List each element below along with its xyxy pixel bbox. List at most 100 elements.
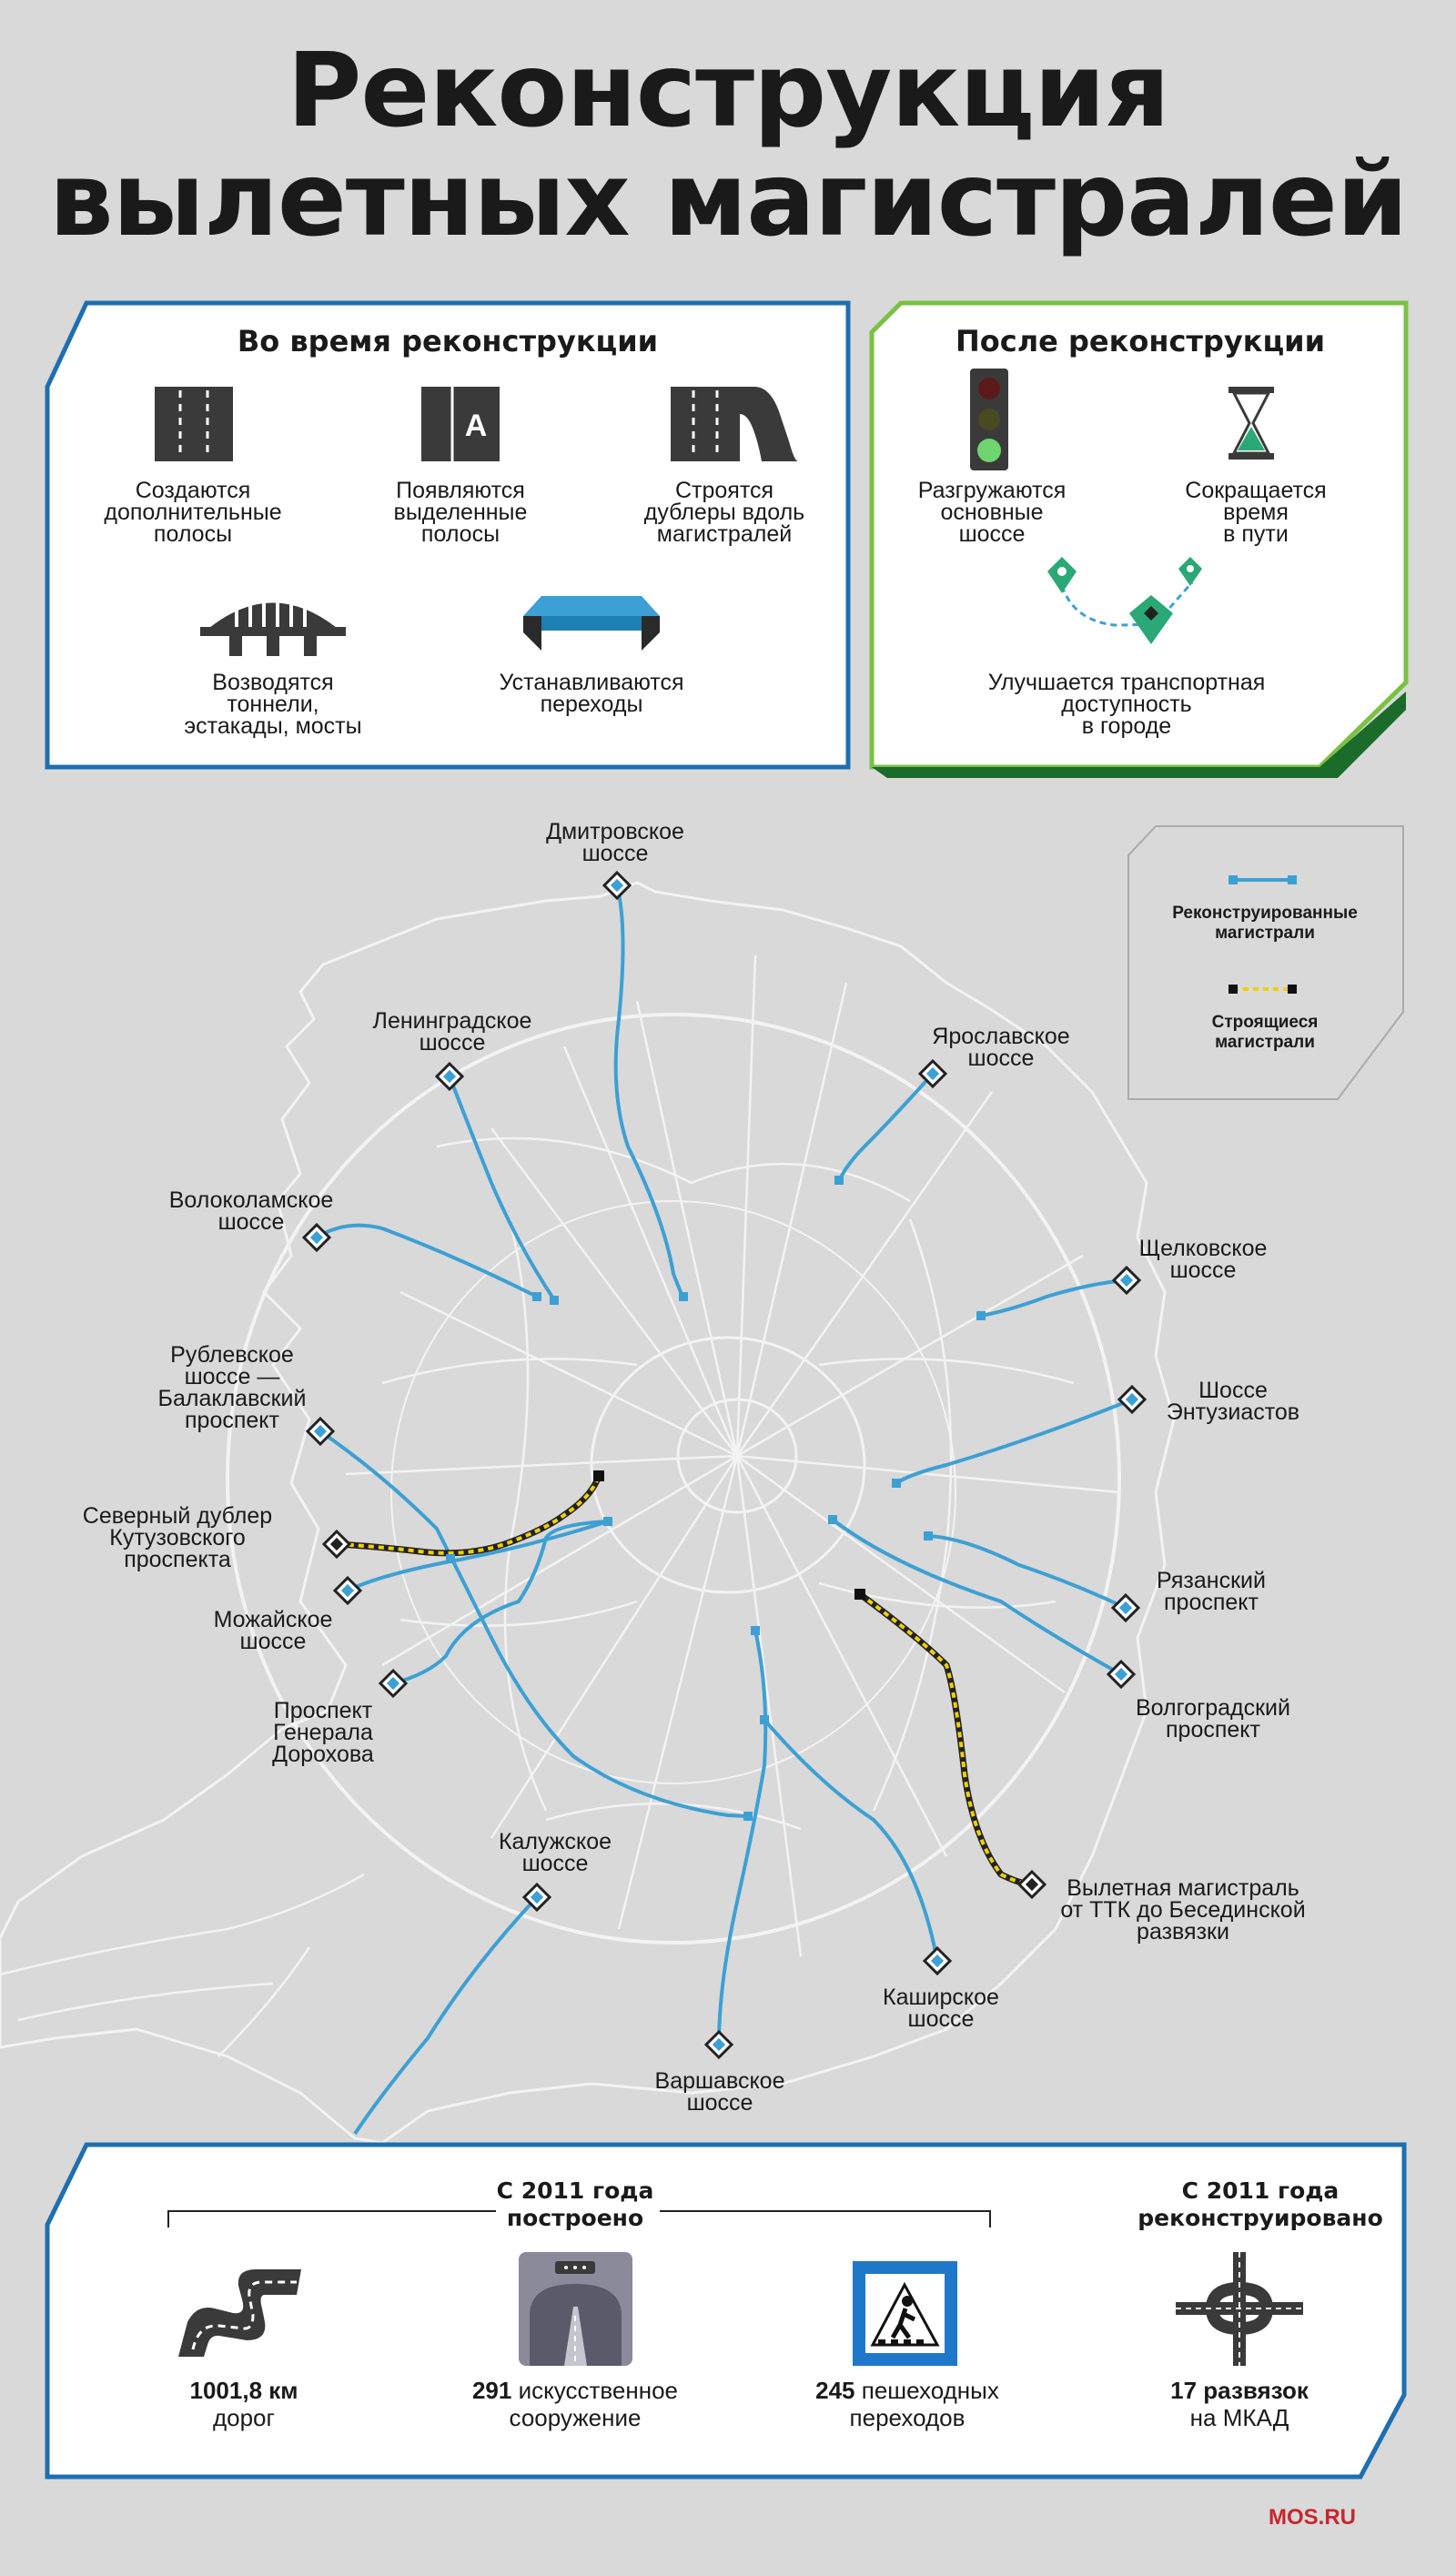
stat-number: 1001,8 км [189, 2377, 298, 2404]
after-label-unload: Разгружаются основные шоссе [901, 480, 1083, 547]
legend-line: магистрали [1215, 924, 1315, 943]
label-line: магистралей [656, 521, 793, 547]
label-line: основные [940, 500, 1044, 525]
route-volokolamskoe [315, 1223, 538, 1298]
stat-number: 291 [471, 2377, 512, 2404]
during-label-crossings: Устанавливаются переходы [455, 670, 728, 717]
stat-interchanges: 17 развязок на МКАД [1170, 2377, 1309, 2431]
hourglass-icon [1228, 387, 1274, 460]
legend-line: Реконструированные [1172, 904, 1358, 923]
mid-ring [390, 1200, 956, 1784]
building-endpoints [593, 1470, 865, 1600]
legend-building: Строящиеся магистрали [1212, 1013, 1319, 1053]
route-kutuzovsky-dubler [338, 1475, 601, 1555]
label-line: Появляются [396, 478, 525, 503]
page-title-line1: Реконструкция [287, 32, 1169, 150]
road-lanes-icon [155, 387, 233, 461]
route-dorokhova [392, 1520, 609, 1685]
route-ryazansky [927, 1534, 1127, 1610]
route-kaluzhskoe [353, 1895, 539, 2136]
label-line: Улучшается транспортная [987, 670, 1266, 695]
heading-line: С 2011 года [1181, 2177, 1340, 2204]
legend-line: Строящиеся [1211, 1013, 1319, 1032]
route-markers [301, 870, 1148, 2060]
route-endpoints [446, 1176, 986, 1821]
dedicated-lane-icon: A [421, 387, 500, 461]
page-title: Реконструкция вылетных магистралей [0, 36, 1456, 255]
overpass-icon [523, 596, 660, 651]
stat-text: переходов [849, 2404, 966, 2431]
label-line: шоссе [958, 521, 1026, 547]
legend-reconstructed: Реконструированные магистрали [1172, 904, 1358, 944]
during-label-lanes: Создаются дополнительные полосы [56, 480, 329, 547]
bracket-right [660, 2210, 991, 2227]
legend-box [1127, 825, 1404, 1100]
label-line: в городе [1081, 713, 1172, 739]
heading-line: реконструировано [1138, 2205, 1383, 2231]
parallel-road-icon [671, 387, 798, 461]
bracket-left [167, 2210, 496, 2227]
route-pins-icon [1047, 557, 1202, 644]
interchange-icon [1176, 2252, 1303, 2366]
label-line: полосы [153, 521, 233, 547]
street-network [0, 955, 1120, 2057]
after-label-access: Улучшается транспортная доступность в го… [963, 670, 1290, 739]
route-kashirskoe [763, 1718, 939, 1962]
stats-reconstructed-heading: С 2011 года реконструировано [1138, 2177, 1383, 2232]
label-line: тоннели, [227, 692, 319, 717]
label-line: Сокращается [1185, 478, 1327, 503]
route-leningradskoe [448, 1076, 557, 1303]
brand-logo[interactable]: MOS.RU [1269, 2505, 1356, 2530]
after-panel-shadow [872, 692, 1406, 778]
stat-roads: 1001,8 км дорог [190, 2377, 298, 2431]
heading-line: построено [506, 2205, 644, 2231]
after-heading: После реконструкции [956, 324, 1325, 359]
garden-ring [676, 1398, 798, 1514]
mkad-ring [226, 1013, 1121, 1945]
label-line: переходы [540, 692, 643, 717]
label-line: дополнительные [104, 500, 282, 525]
bridge-icon [200, 596, 346, 656]
label-line: доступность [1061, 692, 1192, 717]
route-rublevskoe [318, 1429, 749, 1818]
stats-built-heading: С 2011 года построено [497, 2177, 654, 2232]
label-line: эстакады, мосты [184, 713, 362, 739]
route-varshavskoe [717, 1630, 768, 2046]
label-line: выделенные [393, 500, 528, 525]
stats-panel [45, 2142, 1407, 2480]
legend-black-end [1288, 985, 1297, 994]
stat-text: пешеходных [854, 2377, 999, 2404]
during-heading: Во время реконструкции [237, 324, 659, 359]
legend-black-end [1228, 985, 1238, 994]
stat-text: искусственное [511, 2377, 679, 2404]
route-schelkovskoe [980, 1278, 1127, 1318]
stat-number: 245 [815, 2377, 855, 2404]
stat-text: сооружение [509, 2404, 642, 2431]
legend-blue-end [1228, 875, 1238, 884]
heading-line: С 2011 года [496, 2177, 654, 2204]
route-volgogradsky [831, 1518, 1122, 1676]
after-label-time: Сокращается время в пути [1160, 478, 1351, 547]
label-line: Устанавливаются [499, 670, 684, 695]
stat-text: на МКАД [1189, 2404, 1289, 2431]
reconstructed-routes [315, 884, 1133, 2136]
tunnel-icon [519, 2252, 632, 2366]
legend-blue-end [1288, 875, 1297, 884]
label-line: Строятся [674, 478, 774, 503]
traffic-light-icon [970, 369, 1008, 470]
label-line: Возводятся [212, 670, 334, 695]
label-line: в пути [1223, 521, 1289, 547]
third-ring [590, 1336, 866, 1594]
